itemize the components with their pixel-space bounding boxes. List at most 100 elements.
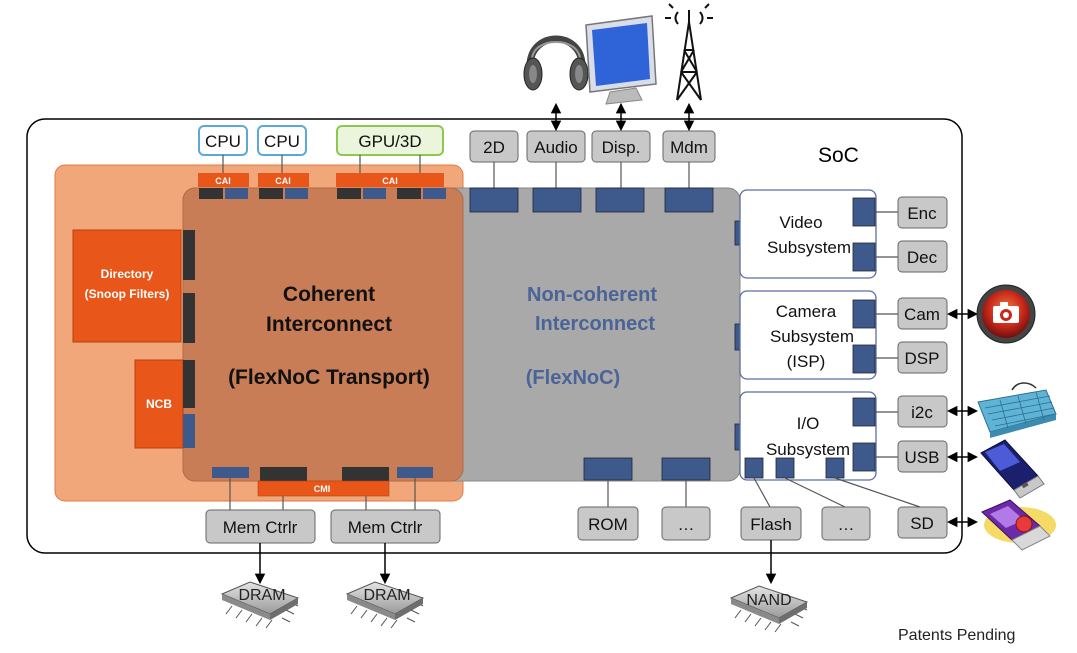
port-mdm: [664, 187, 714, 213]
cai-port-1b: [225, 188, 248, 199]
cai-port-3d: [423, 188, 446, 199]
dots-block-1-label: …: [678, 515, 695, 534]
coherent-title-line2: Interconnect: [266, 313, 392, 336]
cai-label-1: CAI: [215, 176, 231, 186]
rom-label: ROM: [588, 515, 628, 534]
ncb-block: [134, 359, 184, 449]
cai-port-2b: [285, 188, 308, 199]
cai-bar-3: [336, 173, 444, 187]
dots-block-2: [821, 506, 871, 541]
cpu-1-label: CPU: [205, 132, 241, 151]
coherent-title-line1: Coherent: [283, 283, 375, 306]
port-io-c: [825, 457, 845, 479]
nand-label: NAND: [746, 592, 791, 609]
ncb-port-1: [183, 360, 195, 408]
mem-port-4: [397, 467, 433, 478]
dram-chip-1: DRAM: [220, 581, 300, 629]
port-disp: [595, 187, 645, 213]
cai-port-3a: [337, 188, 361, 199]
keyboard-icon: [977, 382, 1057, 438]
right-block-dec: Dec: [875, 240, 948, 273]
block-disp-label: Disp.: [602, 138, 641, 157]
gpu-label: GPU/3D: [358, 132, 421, 151]
cai-port-3c: [397, 188, 421, 199]
right-block-dsp-label: DSP: [905, 349, 940, 368]
block-audio-label: Audio: [534, 138, 577, 157]
flash-label: Flash: [750, 515, 792, 534]
right-block-cam-label: Cam: [904, 305, 940, 324]
sd-card-icon: [981, 499, 1056, 551]
directory-port-2: [183, 293, 195, 343]
mem-ctrlr-1-label: Mem Ctrlr: [223, 518, 298, 537]
port-dec: [852, 242, 876, 272]
directory-block: [72, 229, 182, 343]
coherent-title-line3: (FlexNoC Transport): [228, 366, 430, 389]
right-block-i2c: i2c: [875, 395, 948, 428]
port-io-a: [744, 457, 764, 479]
port-2d: [469, 187, 519, 213]
cai-port-1a: [199, 188, 223, 199]
right-block-enc-label: Enc: [907, 204, 937, 223]
right-block-cam: Cam: [875, 297, 948, 330]
cai-port-2a: [259, 188, 283, 199]
port-dsp: [852, 344, 876, 374]
rom-block: [577, 506, 639, 541]
right-block-enc: Enc: [875, 196, 948, 229]
port-rom: [583, 457, 633, 481]
patents-pending: Patents Pending: [898, 627, 1015, 644]
camera-subsystem-line2: Subsystem: [770, 327, 854, 346]
port-usb: [852, 442, 876, 472]
port-i2c: [852, 397, 876, 427]
headphones-icon: [523, 35, 589, 91]
nand-chip: NAND: [729, 585, 809, 633]
soc-label: SoC: [818, 144, 859, 167]
cai-label-3: CAI: [382, 176, 398, 186]
io-subsystem-line1: I/O: [797, 414, 820, 433]
cai-port-3b: [363, 188, 386, 199]
right-block-usb: USB: [875, 440, 948, 473]
right-block-sd: SD: [897, 506, 948, 539]
directory-port-1: [183, 230, 195, 280]
io-subsystem-line2: Subsystem: [766, 440, 850, 459]
dram-1-label: DRAM: [238, 587, 285, 604]
mem-port-3: [342, 467, 389, 481]
camera-subsystem: [739, 290, 877, 380]
camera-subsystem-line3: (ISP): [787, 352, 826, 371]
video-subsystem-line1: Video: [779, 213, 822, 232]
right-block-dsp: DSP: [875, 341, 948, 374]
dram-chip-2: DRAM: [345, 581, 425, 629]
ncb-port-2: [183, 414, 195, 448]
dots-block-2-label: …: [838, 515, 855, 534]
port-cam: [852, 299, 876, 329]
camera-subsystem-line1: Camera: [776, 302, 837, 321]
port-enc: [852, 197, 876, 227]
camera-icon: [976, 284, 1036, 344]
video-subsystem: [739, 189, 877, 279]
noncoherent-title-line3: (FlexNoC): [526, 367, 620, 389]
cai-bar-1: [198, 173, 249, 187]
ncb-label: NCB: [146, 397, 172, 411]
cai-bar-2: [258, 173, 309, 187]
usb-drive-icon: [980, 439, 1045, 499]
noncoherent-title-line2: Interconnect: [535, 313, 655, 335]
directory-label-line1: Directory: [101, 267, 154, 281]
cpu-2-label: CPU: [264, 132, 300, 151]
link-io-sd: [834, 477, 921, 508]
right-block-usb-label: USB: [905, 448, 940, 467]
monitor-icon: [585, 15, 657, 105]
mem-port-1: [212, 467, 249, 478]
antenna-icon: [665, 3, 713, 101]
noncoherent-title-line1: Non-coherent: [527, 284, 657, 306]
cai-label-2: CAI: [275, 176, 291, 186]
video-subsystem-line2: Subsystem: [767, 238, 851, 257]
right-block-i2c-label: i2c: [911, 403, 933, 422]
dram-2-label: DRAM: [363, 587, 410, 604]
cmi-bar: [257, 480, 390, 497]
mem-ctrlr-2-label: Mem Ctrlr: [348, 518, 423, 537]
mem-port-2: [260, 467, 307, 481]
right-block-sd-label: SD: [910, 514, 934, 533]
right-block-dec-label: Dec: [907, 248, 938, 267]
link-io-dots: [784, 477, 846, 508]
directory-label-line2: (Snoop Filters): [85, 287, 170, 301]
